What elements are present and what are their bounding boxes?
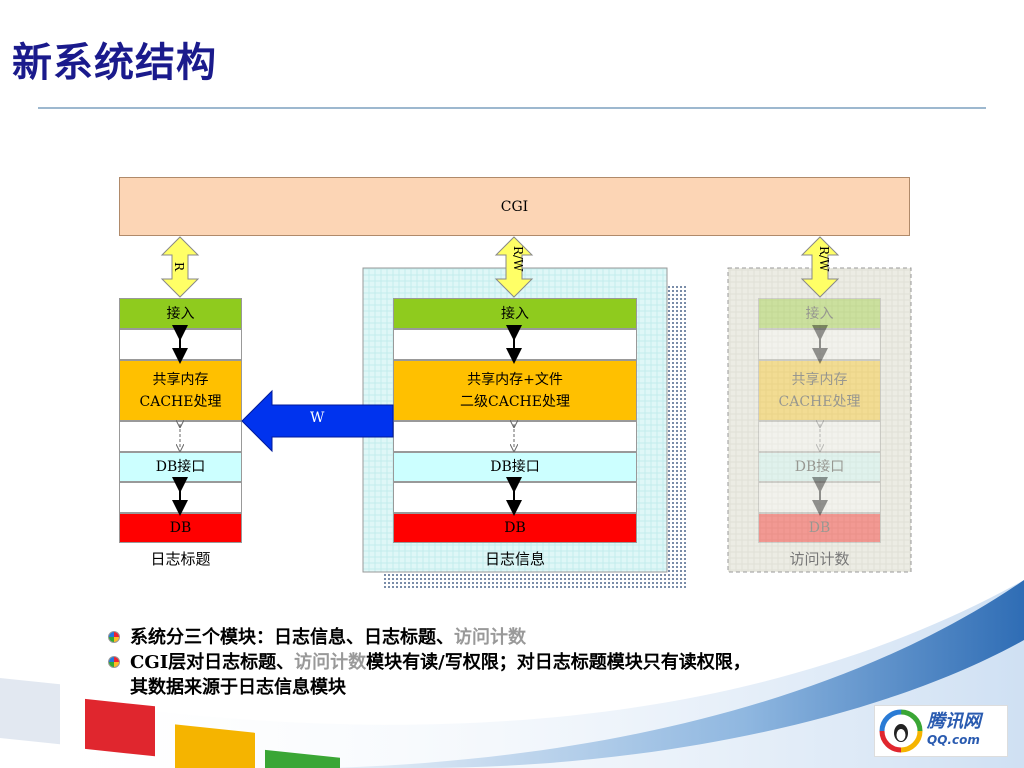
cache-box: 共享内存+文件 二级CACHE处理 — [393, 360, 637, 421]
page-title: 新系统结构 — [12, 39, 217, 86]
qq-logo: 腾讯网 QQ.com — [874, 705, 1008, 757]
db-box: DB — [758, 513, 881, 543]
title-divider — [38, 107, 986, 109]
bullet-item: CGI层对日志标题、访问计数模块有读/写权限；对日志标题模块只有读权限， 其数据… — [108, 650, 928, 700]
cgi-layer: CGI — [119, 177, 910, 236]
bullet-text-line2: 其数据来源于日志信息模块 — [130, 677, 346, 698]
access-box: 接入 — [393, 298, 637, 329]
access-box: 接入 — [758, 298, 881, 329]
module-caption: 访问计数 — [789, 550, 850, 568]
right-rw-arrow — [800, 236, 840, 298]
bullet-grey-text: 访问计数 — [294, 652, 367, 673]
bullet-text: 层对日志标题、 — [168, 652, 295, 673]
bullet-grey-text: 访问计数 — [454, 627, 526, 648]
bullet-list: 系统分三个模块：日志信息、日志标题、访问计数 CGI层对日志标题、访问计数模块有… — [108, 625, 928, 700]
db-label: DB — [169, 520, 192, 536]
left-read-arrow — [160, 236, 200, 298]
logo-domain: QQ.com — [927, 733, 980, 747]
db-interface-label: DB接口 — [155, 459, 206, 475]
db-interface-label: DB接口 — [490, 459, 540, 475]
cache-line1: 共享内存 — [791, 371, 848, 388]
cache-line1: 共享内存 — [152, 371, 209, 388]
module-caption: 日志标题 — [150, 550, 211, 568]
bullet-icon — [108, 631, 120, 643]
module-log-title: 接入 共享内存 CACHE处理 DB接口 DB 日志标题 — [119, 298, 242, 569]
cache-line2: CACHE处理 — [778, 393, 861, 410]
db-interface-box: DB接口 — [393, 452, 637, 482]
cache-line2: CACHE处理 — [139, 393, 222, 410]
write-arrow-label: W — [310, 410, 325, 426]
qq-penguin-icon — [879, 709, 923, 753]
bullet-item: 系统分三个模块：日志信息、日志标题、访问计数 — [108, 625, 928, 650]
access-box: 接入 — [119, 298, 242, 329]
cache-line2: 二级CACHE处理 — [460, 393, 570, 410]
bullet-text: 系统分三个模块：日志信息、日志标题、 — [130, 627, 454, 648]
cgi-label: CGI — [500, 198, 529, 215]
middle-rw-arrow — [494, 236, 534, 298]
access-label: 接入 — [166, 305, 195, 322]
cache-box: 共享内存 CACHE处理 — [119, 360, 242, 421]
db-label: DB — [808, 520, 831, 536]
logo-brand: 腾讯网 — [927, 711, 981, 732]
access-label: 接入 — [805, 305, 834, 322]
access-label: 接入 — [501, 305, 529, 322]
module-caption: 日志信息 — [484, 550, 545, 568]
db-label: DB — [504, 520, 526, 536]
write-arrow — [241, 389, 394, 453]
bullet-text: 模块有读/写权限；对日志标题模块只有读权限， — [366, 652, 751, 673]
cache-line1: 共享内存+文件 — [467, 371, 563, 388]
db-interface-label: DB接口 — [794, 459, 845, 475]
bullet-cgi-text: CGI — [130, 652, 169, 673]
bullet-icon — [108, 656, 120, 668]
cache-box: 共享内存 CACHE处理 — [758, 360, 881, 421]
db-box: DB — [393, 513, 637, 543]
